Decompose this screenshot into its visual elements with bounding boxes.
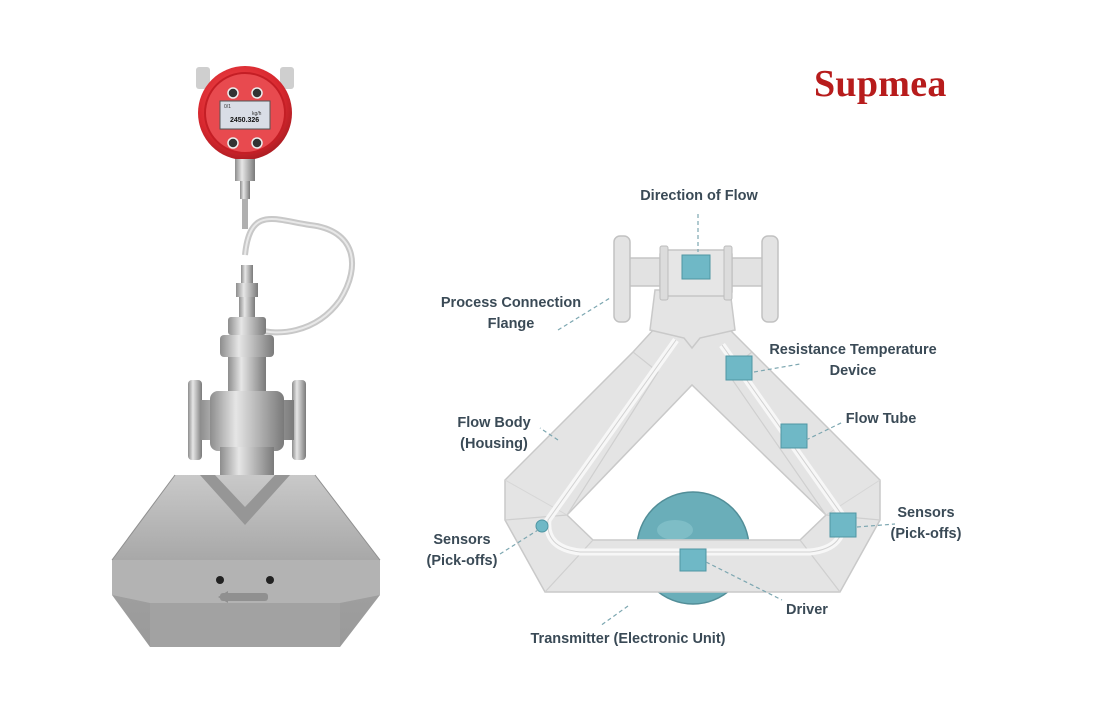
label-sensors-left: Sensors (Pick-offs): [426, 532, 498, 569]
sensor-right-marker: [829, 512, 857, 538]
coriolis-schematic: [499, 214, 896, 627]
rtd-marker: [725, 355, 753, 381]
display-reading: 2450.326: [230, 117, 259, 124]
label-driver: Driver: [786, 602, 828, 618]
label-direction-of-flow: Direction of Flow: [640, 188, 758, 204]
driver-marker: [679, 548, 707, 572]
flange-right: [761, 235, 779, 323]
brand-logo: Supmea: [814, 63, 947, 105]
sensor-left-marker: [535, 519, 549, 533]
display-small-left: 0/1: [224, 104, 231, 110]
flow-tube-marker: [780, 423, 808, 449]
label-flow-body-housing: Flow Body (Housing): [457, 415, 531, 452]
flange-left: [613, 235, 631, 323]
label-sensors-right: Sensors (Pick-offs): [890, 505, 962, 542]
display-unit: kg/h: [252, 111, 262, 117]
label-flow-tube: Flow Tube: [845, 411, 917, 427]
flow-direction-marker: [681, 254, 711, 280]
label-transmitter: Transmitter (Electronic Unit): [530, 631, 726, 647]
flow-meter-illustration: 0/1 kg/h 2450.326: [111, 66, 381, 647]
label-process-connection-flange: Process Connection Flange: [440, 295, 582, 332]
label-resistance-temperature-device: Resistance Temperature Device: [769, 342, 937, 379]
